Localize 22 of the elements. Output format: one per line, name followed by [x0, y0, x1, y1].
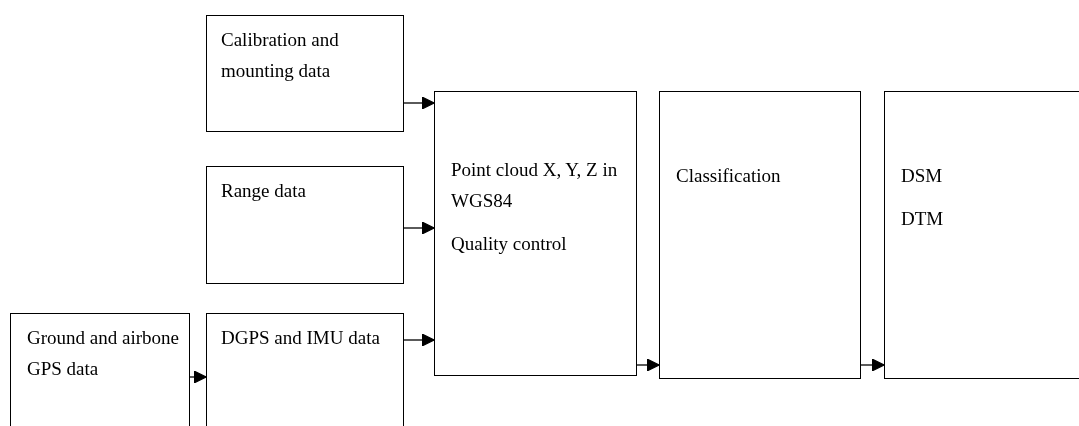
box-label: DSM	[901, 164, 944, 188]
process-box	[206, 166, 404, 284]
box-label: Calibration and mounting data	[221, 28, 340, 83]
box-label: Classification	[676, 164, 782, 188]
box-label: Quality control	[451, 232, 568, 256]
arrow	[636, 358, 660, 372]
arrow	[403, 221, 435, 235]
arrow	[403, 96, 435, 110]
box-label: Ground and airbone GPS data	[27, 326, 180, 381]
process-box	[206, 15, 404, 132]
box-label: DGPS and IMU data	[221, 326, 381, 350]
box-label: Range data	[221, 179, 307, 203]
process-box	[10, 313, 190, 426]
process-box	[434, 91, 637, 376]
arrow	[860, 358, 885, 372]
arrow	[189, 370, 207, 384]
box-label: DTM	[901, 207, 945, 231]
process-box	[884, 91, 1079, 379]
box-label: Point cloud X, Y, Z in WGS84	[451, 158, 619, 213]
process-box	[206, 313, 404, 426]
process-box	[659, 91, 861, 379]
arrow	[403, 333, 435, 347]
